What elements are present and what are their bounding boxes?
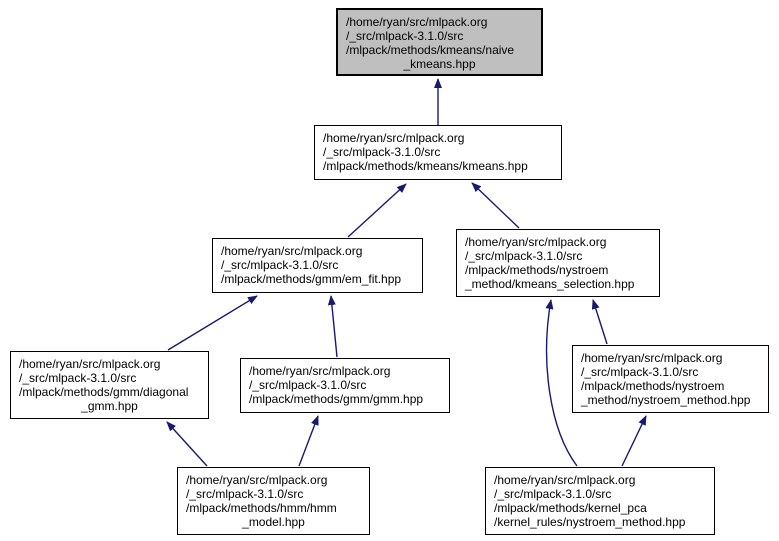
node-hmm-model-hpp[interactable]: /home/ryan/src/mlpack.org /_src/mlpack-3… [177,467,370,535]
edge-hmm-model-to-gmm [298,415,319,467]
node-label-line: /_src/mlpack-3.1.0/src [494,487,612,501]
node-label-line: /mlpack/methods/nystroem [581,379,725,393]
edge-nystroem-method-to-kmeans-selection [591,299,608,345]
node-label-line: /_src/mlpack-3.1.0/src [249,378,367,392]
edge-kmeans-selection-to-kmeans [471,182,520,229]
node-label-line: /_src/mlpack-3.1.0/src [465,249,583,263]
node-nystroem-method-hpp[interactable]: /home/ryan/src/mlpack.org /_src/mlpack-3… [572,345,769,413]
edge-em-fit-to-kmeans [347,183,407,238]
node-label-line: /home/ryan/src/mlpack.org [221,244,363,258]
node-label-line: /_src/mlpack-3.1.0/src [19,371,137,385]
node-naive-kmeans-hpp[interactable]: /home/ryan/src/mlpack.org /_src/mlpack-3… [336,8,543,76]
node-label-line: /home/ryan/src/mlpack.org [186,473,328,487]
node-label-line: /mlpack/methods/gmm/em_fit.hpp [221,272,402,286]
node-em-fit-hpp[interactable]: /home/ryan/src/mlpack.org /_src/mlpack-3… [212,238,423,293]
node-label-line: _method/nystroem_method.hpp [581,393,751,407]
node-label-line: /home/ryan/src/mlpack.org [581,351,723,365]
node-kmeans-selection-hpp[interactable]: /home/ryan/src/mlpack.org /_src/mlpack-3… [456,229,660,297]
edge-kernel-pca-to-nystroem-method [621,415,647,467]
node-label-line: /_src/mlpack-3.1.0/src [221,258,339,272]
node-diagonal-gmm-hpp[interactable]: /home/ryan/src/mlpack.org /_src/mlpack-3… [10,351,209,419]
node-label-line: /_src/mlpack-3.1.0/src [323,145,441,159]
edge-gmm-to-em-fit [327,295,338,358]
node-label-line: /mlpack/methods/kernel_pca [494,501,647,515]
edge-kernel-pca-to-kmeans-selection [545,299,578,467]
node-label-line: _method/kmeans_selection.hpp [465,277,635,291]
node-label-line: /mlpack/methods/hmm/hmm [186,501,337,515]
node-gmm-hpp[interactable]: /home/ryan/src/mlpack.org /_src/mlpack-3… [240,358,450,413]
node-kernel-pca-nystroem-method-hpp[interactable]: /home/ryan/src/mlpack.org /_src/mlpack-3… [485,467,715,535]
node-label-line: /home/ryan/src/mlpack.org [494,473,636,487]
node-label-line: /mlpack/methods/nystroem [465,263,609,277]
node-label-line: /mlpack/methods/gmm/gmm.hpp [249,392,424,406]
node-label-line: /home/ryan/src/mlpack.org [465,235,607,249]
node-label-line: /home/ryan/src/mlpack.org [19,357,161,371]
node-label-line: _kmeans.hpp [403,57,476,71]
node-kmeans-hpp[interactable]: /home/ryan/src/mlpack.org /_src/mlpack-3… [314,125,562,180]
node-label-line: /kernel_rules/nystroem_method.hpp [494,515,686,529]
node-label-line: _gmm.hpp [81,399,138,413]
node-label-line: /mlpack/methods/kmeans/kmeans.hpp [323,159,528,173]
node-label-line: /mlpack/methods/kmeans/naive [346,43,515,57]
edge-hmm-model-to-diagonal-gmm [166,421,208,467]
node-label-line: /mlpack/methods/gmm/diagonal [19,385,189,399]
node-label-line: /home/ryan/src/mlpack.org [346,15,488,29]
node-label-line: /_src/mlpack-3.1.0/src [346,29,464,43]
node-label-line: /_src/mlpack-3.1.0/src [186,487,304,501]
edge-diagonal-gmm-to-em-fit [167,295,258,351]
node-label-line: _model.hpp [242,515,305,529]
node-label-line: /home/ryan/src/mlpack.org [323,131,465,145]
node-label-line: /_src/mlpack-3.1.0/src [581,365,699,379]
node-label-line: /home/ryan/src/mlpack.org [249,364,391,378]
